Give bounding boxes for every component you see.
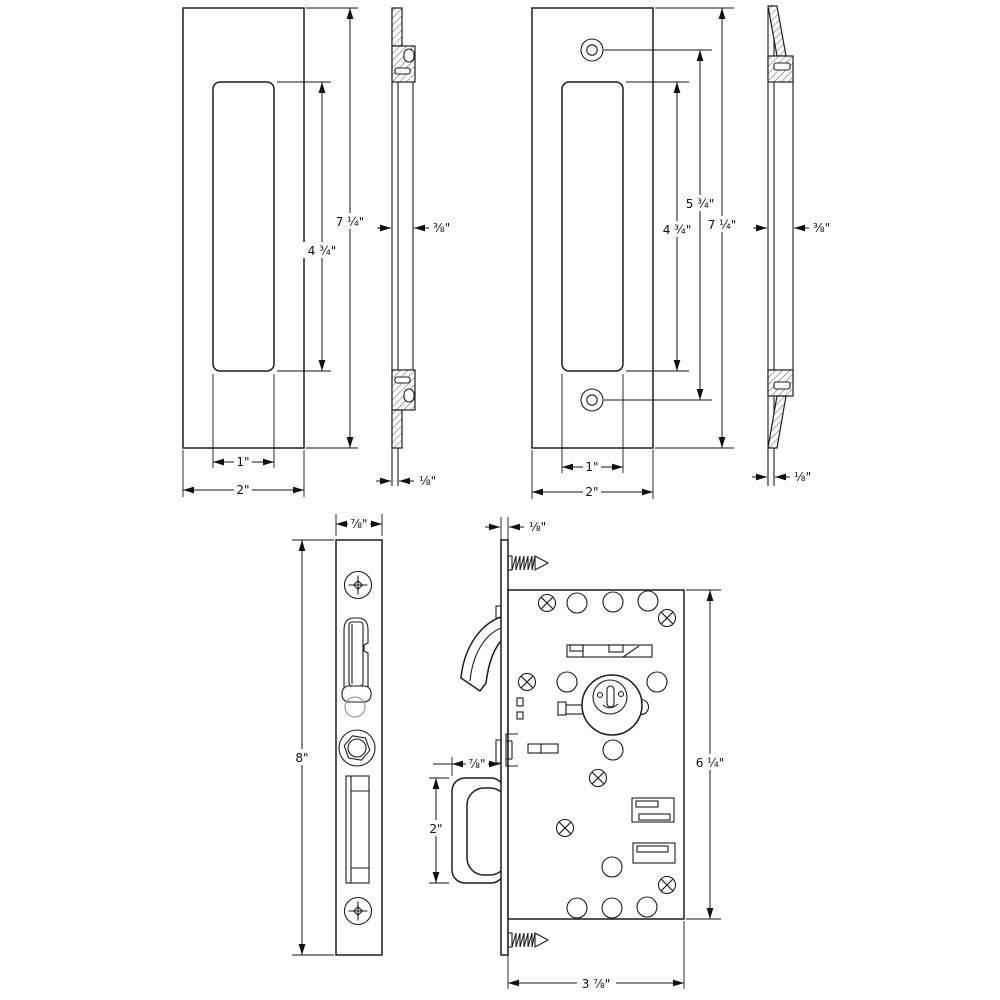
hook-bolt-slot bbox=[341, 617, 372, 703]
dim-faceplate-height: 8" bbox=[292, 539, 334, 956]
dim-label: 1" bbox=[236, 455, 249, 469]
spindle-hole bbox=[344, 696, 366, 718]
pull-recess bbox=[561, 81, 624, 372]
dim-label: ⅞" bbox=[350, 517, 367, 531]
dim-projection-depth: ⅜" bbox=[753, 221, 830, 235]
view-lock-edge: ⅞" 8" bbox=[292, 514, 383, 956]
phillips-screw bbox=[343, 896, 373, 926]
dim-label: 5 ¾" bbox=[686, 197, 715, 211]
faceplate-tab bbox=[495, 605, 502, 619]
dim-label: ⅜" bbox=[813, 221, 830, 235]
dim-label: 2" bbox=[585, 485, 598, 499]
hook-bolt bbox=[460, 615, 505, 693]
case-holes-top bbox=[566, 590, 659, 614]
dim-overall-height: 7 ¼" bbox=[655, 7, 741, 449]
dim-overall-width: 2" bbox=[182, 450, 305, 497]
dim-label: 4 ¾" bbox=[663, 223, 692, 237]
dim-edge-pull-width: ⅞" bbox=[433, 756, 500, 776]
dim-label: 7 ¼" bbox=[336, 215, 365, 229]
lock-case-outline bbox=[507, 589, 685, 920]
case-hole bbox=[556, 671, 578, 693]
section-bottom-clip bbox=[767, 369, 794, 449]
dim-case-width: 3 ⅞" bbox=[507, 921, 685, 991]
phillips-screw bbox=[537, 593, 557, 613]
case-cutout-upper bbox=[631, 797, 675, 823]
view-lock-body: ⅛" ⅞" 2" 6 ¼" 3 ⅞" bbox=[427, 517, 729, 991]
phillips-screw bbox=[657, 608, 677, 628]
dim-overall-width: 2" bbox=[531, 450, 654, 499]
dim-label: ⅜" bbox=[433, 221, 450, 235]
dim-label: 8" bbox=[295, 751, 308, 765]
phillips-screw bbox=[657, 875, 677, 895]
section-top-clip bbox=[767, 5, 794, 83]
dim-label: 6 ¼" bbox=[696, 756, 725, 770]
dim-label: ⅛" bbox=[419, 474, 436, 488]
dim-flange-thickness: ⅛" bbox=[376, 474, 436, 488]
dim-recess-width: 1" bbox=[561, 374, 624, 474]
phillips-screw bbox=[555, 818, 575, 838]
dim-recess-height: 4 ¾" bbox=[626, 81, 696, 372]
section-top-clip bbox=[391, 7, 416, 83]
case-holes-bottom bbox=[566, 896, 658, 919]
dim-label: 2" bbox=[429, 822, 442, 836]
hex-thumbturn bbox=[338, 729, 376, 767]
case-hole bbox=[601, 856, 623, 878]
view-flush-pull-front-screws: 5 ¾" 4 ¾" 7 ¼" 1" 2" bbox=[531, 7, 741, 499]
view-flush-pull-side-screws: ⅜" ⅛" bbox=[752, 5, 830, 486]
case-cutout-lower bbox=[632, 842, 676, 864]
faceplate-outline bbox=[335, 539, 383, 956]
wood-screw-bottom bbox=[507, 932, 549, 948]
phillips-screw bbox=[517, 672, 537, 692]
case-hole bbox=[646, 671, 668, 693]
dim-case-height: 6 ¼" bbox=[686, 589, 729, 920]
dim-label: 4 ¾" bbox=[308, 244, 337, 258]
dim-overall-height: 7 ¼" bbox=[306, 7, 369, 449]
dim-screw-hole-spacing: 5 ¾" bbox=[604, 49, 719, 401]
dim-label: 3 ⅞" bbox=[582, 977, 611, 991]
pull-plate-outline bbox=[531, 7, 654, 449]
dim-edge-pull-height: 2" bbox=[427, 777, 449, 884]
pull-plate-outline bbox=[182, 7, 305, 449]
view-flush-pull-side: ⅜" ⅛" bbox=[376, 7, 450, 488]
latch-bracket bbox=[505, 733, 518, 767]
dim-flange-thickness: ⅛" bbox=[752, 470, 811, 484]
dim-faceplate-thickness: ⅛" bbox=[485, 517, 546, 540]
case-hole bbox=[602, 739, 624, 761]
dim-label: 2" bbox=[236, 483, 249, 497]
edge-pull-cup bbox=[451, 777, 508, 884]
phillips-screw bbox=[588, 768, 608, 788]
dim-projection-depth: ⅜" bbox=[377, 221, 450, 235]
dim-label: ⅞" bbox=[468, 757, 485, 771]
wood-screw-top bbox=[507, 555, 549, 571]
dim-label: 1" bbox=[585, 460, 598, 474]
case-slot bbox=[516, 697, 524, 707]
dim-recess-height: 4 ¾" bbox=[277, 81, 341, 372]
faceplate-edge bbox=[500, 539, 509, 956]
view-flush-pull-front: 7 ¼" 4 ¾" 1" 2" bbox=[182, 7, 369, 497]
slide-bar bbox=[527, 743, 559, 754]
pull-recess bbox=[212, 81, 275, 372]
dim-label: 7 ¼" bbox=[708, 218, 737, 232]
case-slot bbox=[516, 711, 524, 720]
edge-pull-slot bbox=[345, 775, 370, 884]
dim-faceplate-width: ⅞" bbox=[335, 514, 383, 536]
dim-recess-width: 1" bbox=[212, 374, 275, 469]
phillips-screw bbox=[343, 570, 373, 600]
screw-hole-bottom bbox=[580, 388, 604, 412]
section-bottom-clip bbox=[391, 369, 416, 449]
screw-hole-top bbox=[580, 38, 604, 62]
slotted-bar bbox=[566, 644, 653, 658]
cylinder-hub bbox=[557, 674, 650, 736]
dim-label: ⅛" bbox=[794, 470, 811, 484]
dim-label: ⅛" bbox=[529, 520, 546, 534]
